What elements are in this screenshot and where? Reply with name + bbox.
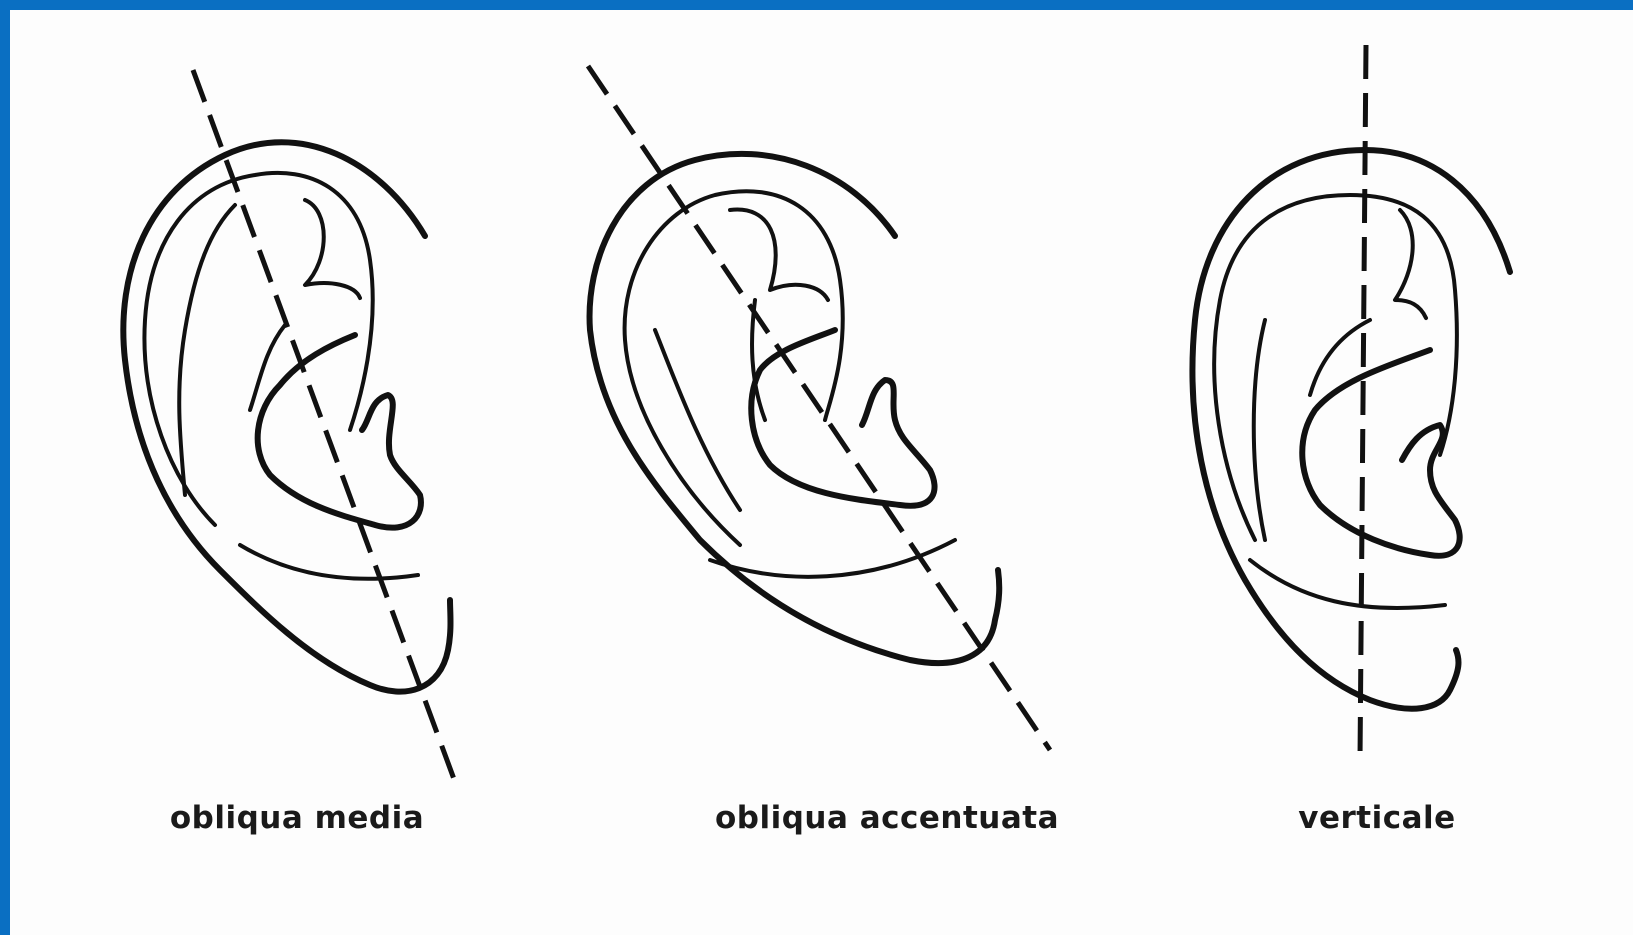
ear-drawing-vertical [10, 10, 1633, 935]
ear-panel-vertical: verticale [10, 10, 1633, 935]
caption-vertical: verticale [1298, 800, 1455, 836]
figure-canvas: obliqua media obliqua accentuata [10, 10, 1633, 935]
